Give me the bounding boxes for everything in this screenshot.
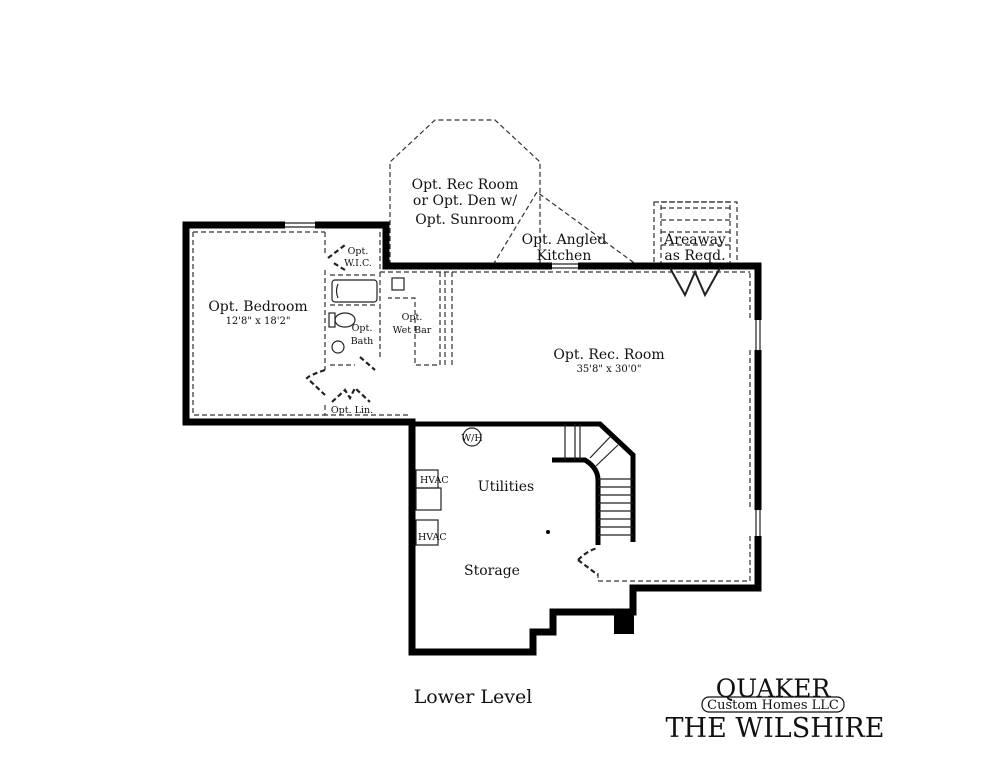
rec-room-interior	[597, 273, 751, 582]
water-heater-label: W/H	[461, 433, 482, 444]
level-label: Lower Level	[414, 686, 533, 708]
areaway-outline	[653, 201, 738, 266]
exterior-walls	[182, 221, 762, 656]
sunroom-label-1: Opt. Rec Room	[412, 177, 519, 193]
wic-label-1: Opt.	[348, 246, 369, 257]
hvac-label-2: HVAC	[418, 532, 447, 543]
linen-label: Opt. Lin.	[331, 405, 373, 416]
utilities-label: Utilities	[478, 479, 534, 495]
company-name: QUAKER	[716, 674, 832, 703]
model-name: THE WILSHIRE	[666, 713, 885, 744]
bath-fixtures	[328, 277, 405, 354]
wic-label-2: W.I.C.	[344, 258, 372, 269]
bath-label-1: Opt.	[352, 323, 373, 334]
bath-label-2: Bath	[351, 336, 374, 347]
storage-label: Storage	[464, 563, 520, 579]
stairs	[564, 424, 633, 536]
kitchen-label-2: Kitchen	[537, 248, 592, 264]
utility-wall	[412, 421, 636, 542]
water-heater-icon	[462, 427, 482, 447]
bedroom-size: 12'8" x 18'2"	[226, 316, 291, 327]
bedroom-interior	[192, 231, 325, 416]
angled-kitchen-outline	[492, 191, 638, 266]
rec-room-size: 35'8" x 30'0"	[577, 364, 642, 375]
doors	[305, 244, 599, 576]
sunroom-outline	[389, 119, 541, 265]
kitchen-label-1: Opt. Angled	[522, 232, 607, 248]
bath-walls	[324, 232, 750, 416]
areaway-label-1: Areaway	[663, 232, 726, 248]
company-sub: Custom Homes LLC	[707, 698, 839, 713]
sunroom-label-3: Opt. Sunroom	[415, 212, 514, 228]
bifold-door	[669, 267, 721, 298]
hvac-units	[415, 469, 442, 546]
rec-room-label: Opt. Rec. Room	[553, 347, 664, 363]
wetbar-label-1: Opt.	[402, 312, 423, 323]
company-logo: QUAKER Custom Homes LLC	[701, 674, 845, 713]
stair-inner-wall	[552, 457, 601, 545]
areaway-label-2: as Reqd.	[664, 248, 725, 264]
hvac-label-1: HVAC	[420, 475, 449, 486]
bedroom-label: Opt. Bedroom	[208, 299, 307, 315]
sunroom-label-2: or Opt. Den w/	[413, 193, 517, 209]
floor-drain	[546, 530, 550, 534]
column-block	[614, 612, 634, 634]
windows	[285, 220, 763, 536]
wetbar-label-2: Wet Bar	[393, 325, 432, 336]
